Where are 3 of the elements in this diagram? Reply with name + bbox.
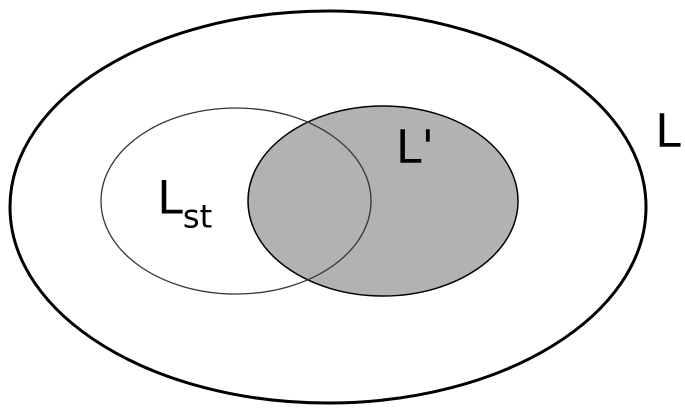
set-label: L$_{st}$	[162, 180, 212, 228]
set-label: L'	[400, 129, 430, 163]
set-label: L	[660, 113, 681, 147]
